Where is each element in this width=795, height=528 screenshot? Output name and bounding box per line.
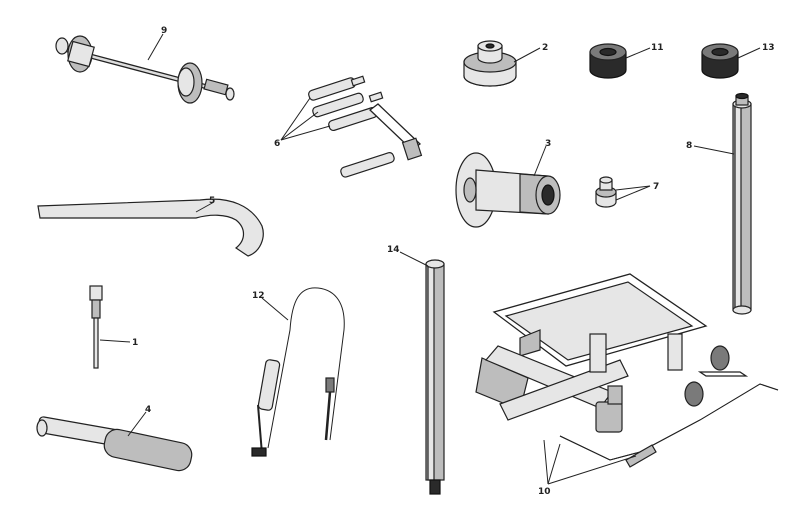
leader-lines	[99, 33, 761, 485]
callout-11: 11	[651, 43, 664, 53]
callout-7: 7	[653, 182, 659, 192]
callout-4: 4	[145, 405, 151, 415]
callout-12: 12	[252, 291, 265, 301]
tool-12-cable	[251, 287, 345, 457]
callout-8: 8	[686, 141, 692, 151]
tool-14-bar	[425, 259, 445, 495]
callout-5: 5	[209, 196, 215, 206]
callout-13: 13	[762, 43, 775, 53]
tool-2-socket	[463, 40, 517, 87]
callout-1: 1	[132, 338, 138, 348]
tool-1-pin	[89, 285, 103, 369]
tool-10-lift-stand	[475, 273, 779, 468]
tool-9-puller	[55, 35, 235, 104]
tool-3-sleeve	[455, 152, 561, 228]
tool-8-tube	[732, 92, 752, 315]
tool-5-hook-wrench	[37, 198, 264, 257]
callout-labels: 9 6 2 11 13 8 3 7 5 14 12 1 4 10	[132, 26, 775, 497]
callout-6: 6	[274, 139, 280, 149]
callout-10: 10	[538, 487, 551, 497]
callout-14: 14	[387, 245, 400, 255]
tool-11-bush	[589, 43, 627, 79]
tool-13-bush	[701, 43, 739, 79]
callout-3: 3	[545, 139, 551, 149]
callout-9: 9	[161, 26, 167, 36]
tool-4-handle	[36, 416, 193, 472]
tool-7-nut	[595, 176, 617, 208]
tool-6-pin-set	[308, 75, 423, 178]
callout-2: 2	[542, 43, 548, 53]
